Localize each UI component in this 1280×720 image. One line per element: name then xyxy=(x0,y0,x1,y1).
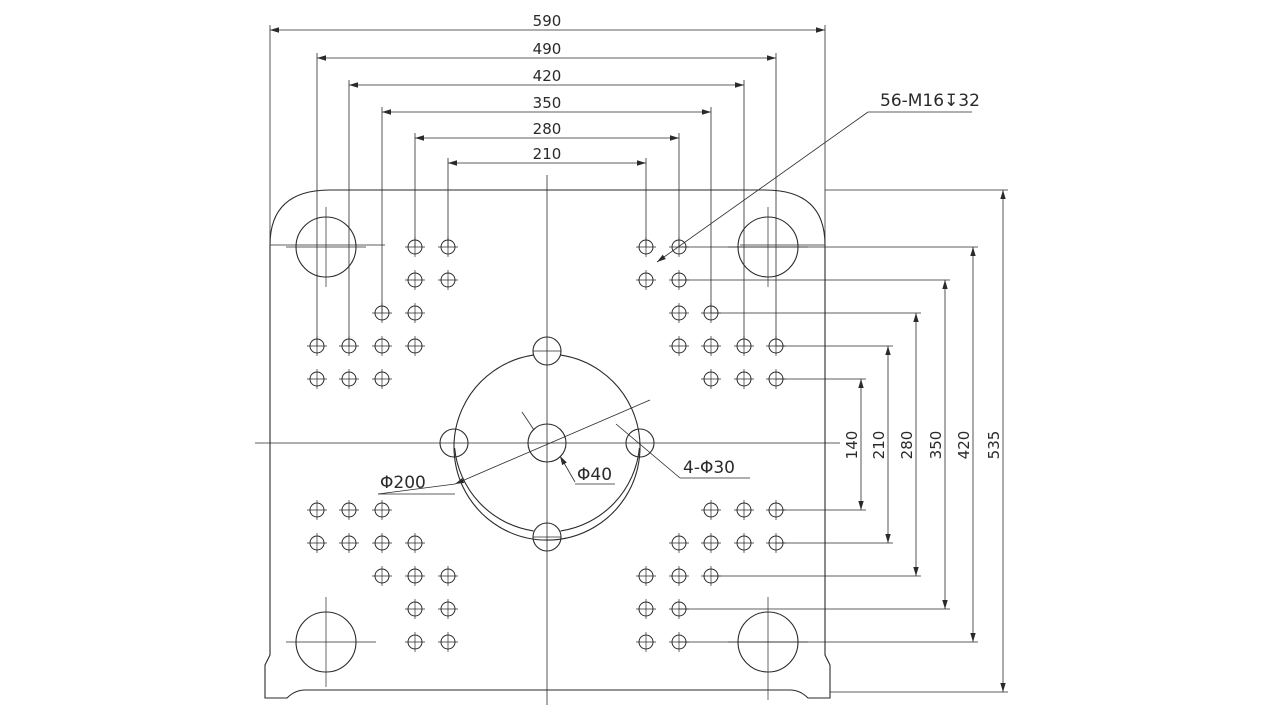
tapped-hole-leader xyxy=(656,111,869,263)
pin-hole-label: 4-Φ30 xyxy=(683,458,735,478)
dim-140: 140 xyxy=(843,431,861,460)
dim-350: 350 xyxy=(927,431,945,460)
bolt-circle-lower-arc xyxy=(454,447,640,532)
dim-210: 210 xyxy=(870,431,888,460)
height-dimensions: 140 210 280 350 420 535 xyxy=(679,189,1008,693)
width-dimensions: 590 490 420 350 280 210 xyxy=(269,12,826,346)
dim-535: 535 xyxy=(985,431,1003,460)
dim-280: 280 xyxy=(898,431,916,460)
pin-hole xyxy=(625,428,655,458)
center-hole-diameter-line xyxy=(559,455,576,483)
dim-420: 420 xyxy=(533,67,562,85)
pin-hole xyxy=(439,428,469,458)
ejector-holes xyxy=(439,336,655,552)
center-hole-diameter-line xyxy=(521,411,535,431)
pin-hole-leader xyxy=(615,423,681,479)
center-hole-label: Φ40 xyxy=(577,465,612,485)
dim-210: 210 xyxy=(533,145,562,163)
bolt-circle-diameter-line xyxy=(454,399,651,485)
dim-590: 590 xyxy=(533,12,562,30)
dim-420: 420 xyxy=(955,431,973,460)
bolt-circle xyxy=(453,354,641,541)
bolt-circle-label: Φ200 xyxy=(380,473,426,493)
dim-350: 350 xyxy=(533,94,562,112)
bolt-circle-leader xyxy=(377,483,456,495)
center-hole xyxy=(527,423,567,463)
dim-490: 490 xyxy=(533,40,562,58)
dim-280: 280 xyxy=(533,120,562,138)
platen-outline xyxy=(264,189,831,699)
tapped-hole-note: 56-M16↧32 xyxy=(880,91,980,111)
